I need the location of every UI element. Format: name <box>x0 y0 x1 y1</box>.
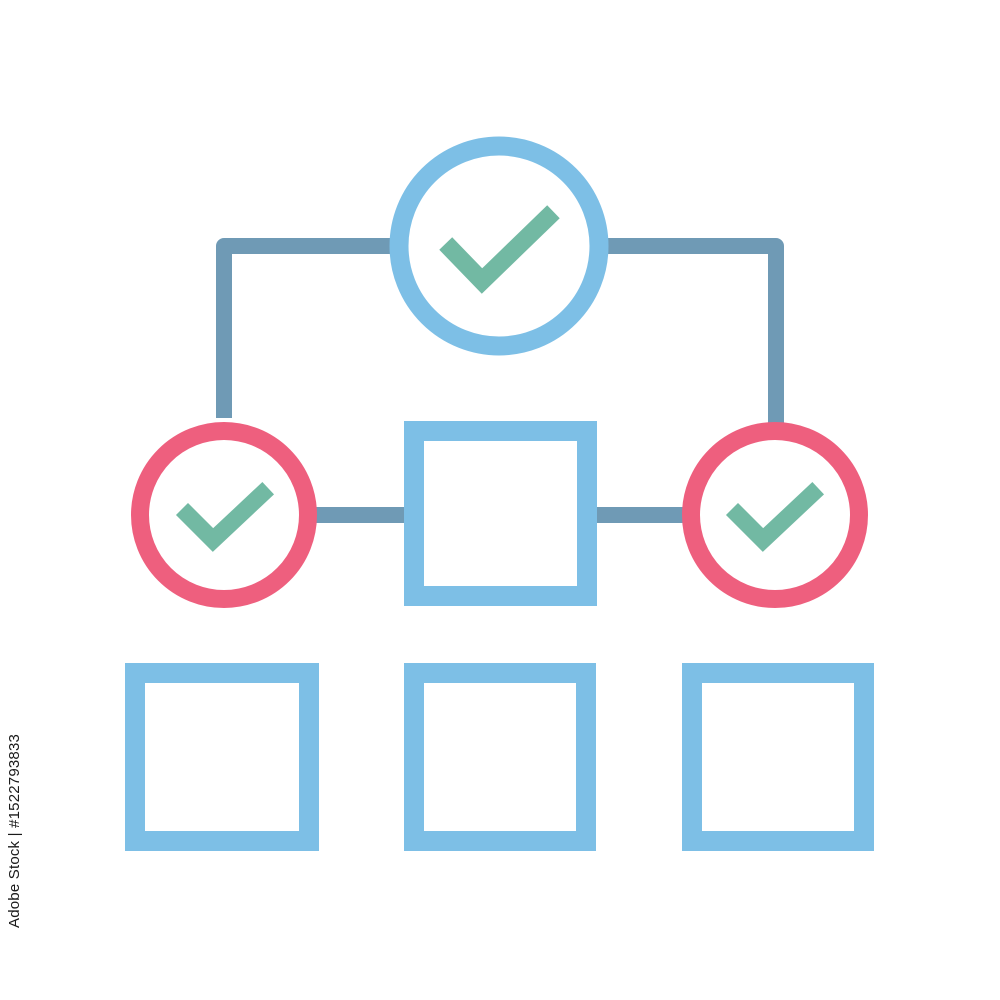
check-circle-icon <box>682 422 868 608</box>
check-circle-icon <box>389 136 609 356</box>
bottom-box-left <box>125 663 319 851</box>
right-node <box>682 422 868 608</box>
bottom-row <box>125 663 874 851</box>
middle-box <box>404 421 597 606</box>
connector-top-bracket <box>216 238 392 418</box>
top-node <box>389 136 609 356</box>
left-node <box>131 422 317 608</box>
bottom-box-center <box>404 663 596 851</box>
check-mark-icon <box>725 481 825 552</box>
connectors <box>216 238 784 523</box>
check-mark-icon <box>175 481 275 552</box>
connector-top-right-bracket <box>606 238 784 426</box>
check-circle-icon <box>131 422 317 608</box>
check-mark-icon <box>439 205 560 294</box>
bottom-box-right <box>682 663 874 851</box>
stock-image-id-label: Adobe Stock | #1522793833 <box>6 733 23 928</box>
